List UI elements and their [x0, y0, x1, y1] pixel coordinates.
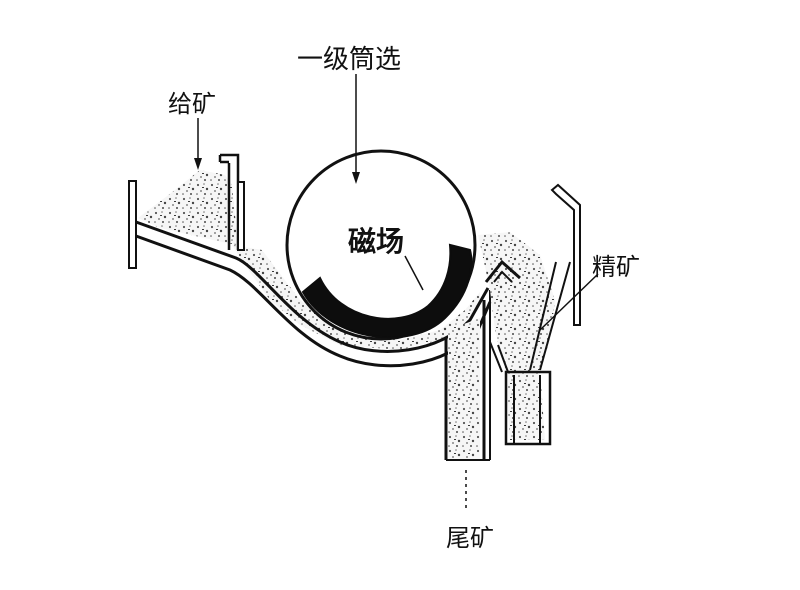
- drum: [285, 149, 477, 341]
- magnet-arc: [301, 243, 473, 339]
- concentrate-label: 精矿: [592, 253, 640, 281]
- separation-trough: [135, 220, 490, 353]
- feed-chute-left-wall: [128, 180, 137, 269]
- concentrate-hopper: [550, 183, 581, 326]
- tailings-label: 尾矿: [446, 524, 494, 552]
- tailings-chute-fill: [448, 318, 480, 460]
- concentrate-outlet-pipe: [504, 370, 552, 446]
- magnetic-field-label: 磁场: [348, 225, 405, 258]
- concentrate-leader: [539, 273, 599, 331]
- separator-title: 一级筒选: [297, 45, 402, 75]
- concentrate-ore-flow: [478, 232, 555, 440]
- feed-label: 给矿: [168, 90, 216, 118]
- magnetic-field-leader: [404, 255, 424, 291]
- concentrate-divider: [484, 259, 521, 283]
- feed-ore-pile: [138, 170, 238, 245]
